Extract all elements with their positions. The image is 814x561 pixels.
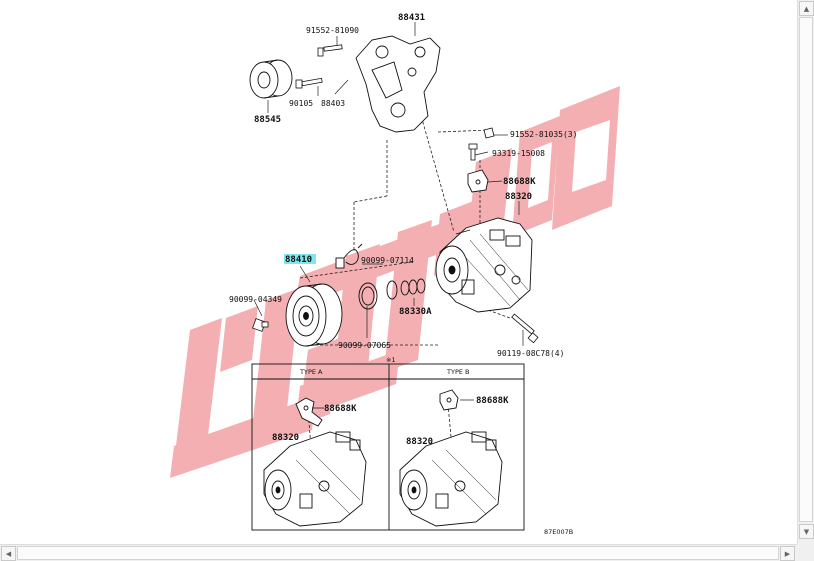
label-90099-07065: 90099-07065 bbox=[338, 341, 391, 350]
label-90105: 90105 bbox=[289, 99, 313, 108]
label-88545: 88545 bbox=[254, 115, 281, 125]
horizontal-scrollbar[interactable]: ◀ ▶ bbox=[0, 544, 797, 561]
figure-code: 87E007B bbox=[544, 528, 573, 536]
label-91552-81090: 91552-81090 bbox=[306, 26, 359, 35]
magnet-clutch-88410 bbox=[285, 283, 343, 347]
scroll-left-button[interactable]: ◀ bbox=[1, 546, 16, 561]
label-88320: 88320 bbox=[505, 192, 532, 202]
scroll-up-button[interactable]: ▲ bbox=[799, 1, 814, 16]
vertical-scroll-thumb[interactable] bbox=[799, 17, 813, 522]
variant-table: ※1 TYPE A TYPE B bbox=[251, 356, 525, 531]
label-90099-07114: 90099-07114 bbox=[361, 256, 414, 265]
type-a-labels: 88688K 88320 bbox=[272, 404, 357, 443]
part-88410-highlight bbox=[284, 254, 316, 264]
idler-pulley-88545 bbox=[249, 59, 293, 99]
clutch-wire-90099-07114 bbox=[335, 243, 363, 269]
label-93319-15008: 93319-15008 bbox=[492, 149, 545, 158]
scroll-left-arrow-icon: ◀ bbox=[5, 549, 12, 558]
scroll-up-arrow-icon: ▲ bbox=[803, 4, 810, 13]
type-a-bracket bbox=[295, 397, 323, 427]
scroll-right-button[interactable]: ▶ bbox=[780, 546, 795, 561]
solid-leaders bbox=[253, 22, 524, 346]
type-b-bracket bbox=[439, 389, 459, 411]
label-90119: 90119-08C78(4) bbox=[497, 349, 564, 358]
type-a-label-88688K: 88688K bbox=[324, 404, 357, 414]
scrollbar-corner bbox=[797, 544, 814, 561]
scroll-right-arrow-icon: ▶ bbox=[784, 549, 791, 558]
compressor-88320 bbox=[435, 217, 533, 313]
label-88688K: 88688K bbox=[503, 177, 536, 187]
label-90099-04349: 90099-04349 bbox=[229, 295, 282, 304]
label-91552-81035: 91552-81035(3) bbox=[510, 130, 577, 139]
part-labels: 88431 91552-81090 88545 90105 88403 9155… bbox=[229, 13, 577, 358]
bracket-88431 bbox=[355, 35, 441, 133]
type-b-label-88688K: 88688K bbox=[476, 396, 509, 406]
type-b-compressor bbox=[399, 431, 503, 527]
type-b-header: TYPE B bbox=[446, 368, 470, 376]
type-a-header: TYPE A bbox=[299, 368, 323, 376]
note-marker: ※1 bbox=[386, 356, 396, 364]
scroll-down-arrow-icon: ▼ bbox=[803, 527, 810, 536]
label-88330A: 88330A bbox=[399, 307, 432, 317]
label-88410[interactable]: 88410 bbox=[285, 255, 312, 265]
vertical-scrollbar[interactable]: ▲ ▼ bbox=[797, 0, 814, 544]
label-88403: 88403 bbox=[321, 99, 345, 108]
type-b-labels: 88688K 88320 bbox=[406, 396, 509, 447]
horizontal-scroll-thumb[interactable] bbox=[17, 546, 779, 560]
type-b-label-88320: 88320 bbox=[406, 437, 433, 447]
pulley-bolts bbox=[295, 44, 343, 89]
clutch-bolt-90099-04349 bbox=[252, 318, 269, 332]
type-a-compressor bbox=[263, 431, 367, 527]
shim-rings-88330A bbox=[358, 278, 426, 310]
diagram-viewport: 88431 91552-81090 88545 90105 88403 9155… bbox=[170, 13, 620, 536]
label-88431: 88431 bbox=[398, 13, 425, 23]
small-bolts bbox=[468, 127, 495, 161]
watermark-logo bbox=[170, 86, 620, 478]
compressor-bracket-88688K bbox=[467, 169, 489, 193]
parts-diagram: 88431 91552-81090 88545 90105 88403 9155… bbox=[170, 13, 620, 536]
scroll-down-button[interactable]: ▼ bbox=[799, 524, 814, 539]
compressor-bolt-90119 bbox=[511, 313, 539, 344]
type-a-label-88320: 88320 bbox=[272, 433, 299, 443]
